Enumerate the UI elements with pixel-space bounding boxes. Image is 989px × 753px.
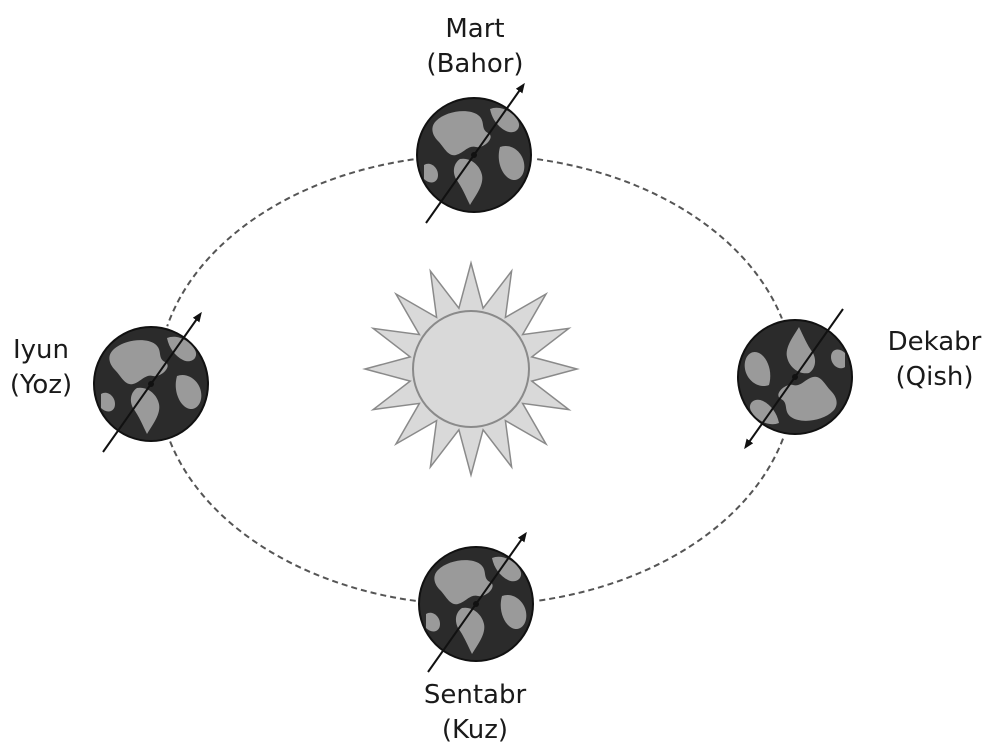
label-december: Dekabr (Qish) xyxy=(880,325,989,395)
earth-globe-icon xyxy=(414,87,534,223)
label-season: (Qish) xyxy=(895,362,974,392)
label-month: Sentabr xyxy=(423,680,527,710)
label-month: Iyun xyxy=(12,335,69,365)
sun-icon xyxy=(362,260,580,478)
earth-globe-icon xyxy=(91,316,211,452)
label-month: Dekabr xyxy=(887,327,982,357)
label-june: Iyun (Yoz) xyxy=(0,333,82,403)
label-season: (Yoz) xyxy=(9,370,73,400)
label-march: Mart (Bahor) xyxy=(395,12,555,82)
label-september: Sentabr (Kuz) xyxy=(395,678,555,748)
earth-globe-icon xyxy=(735,309,855,445)
label-season: (Bahor) xyxy=(426,49,524,79)
earth-globe-icon xyxy=(416,536,536,672)
label-season: (Kuz) xyxy=(441,715,509,745)
label-month: Mart xyxy=(445,14,505,44)
